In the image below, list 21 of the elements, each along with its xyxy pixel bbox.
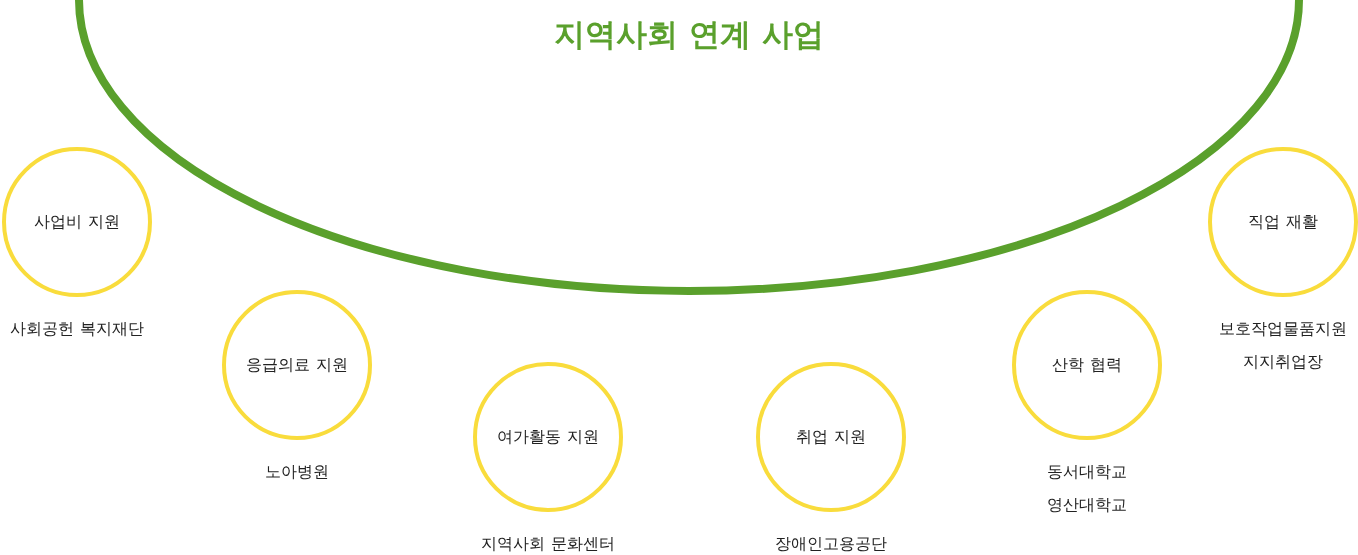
title: 지역사회 연계 사업 (554, 15, 824, 54)
circle-label: 여가활동 지원 (497, 426, 599, 448)
partner-label: 사회공헌 복지재단 (10, 318, 144, 340)
circle (1207, 146, 1358, 298)
partner-label: 노아병원 (265, 461, 329, 483)
circle-label: 사업비 지원 (34, 211, 120, 233)
partner-label: 영산대학교 (1047, 494, 1127, 516)
circle (472, 361, 624, 513)
circle-label: 직업 재활 (1248, 211, 1318, 233)
partner-label: 보호작업물품지원 (1219, 318, 1347, 340)
circle-label: 응급의료 지원 (246, 354, 348, 376)
partner-label: 지지취업장 (1243, 351, 1323, 373)
circle (1011, 289, 1163, 441)
circle (221, 289, 373, 441)
circle (755, 361, 907, 513)
circle-label: 산학 협력 (1052, 354, 1122, 376)
circle-label: 취업 지원 (796, 426, 866, 448)
circle (1, 146, 153, 298)
partner-label: 동서대학교 (1047, 461, 1127, 483)
partner-label: 지역사회 문화센터 (481, 533, 615, 555)
partner-label: 장애인고용공단 (775, 533, 887, 555)
